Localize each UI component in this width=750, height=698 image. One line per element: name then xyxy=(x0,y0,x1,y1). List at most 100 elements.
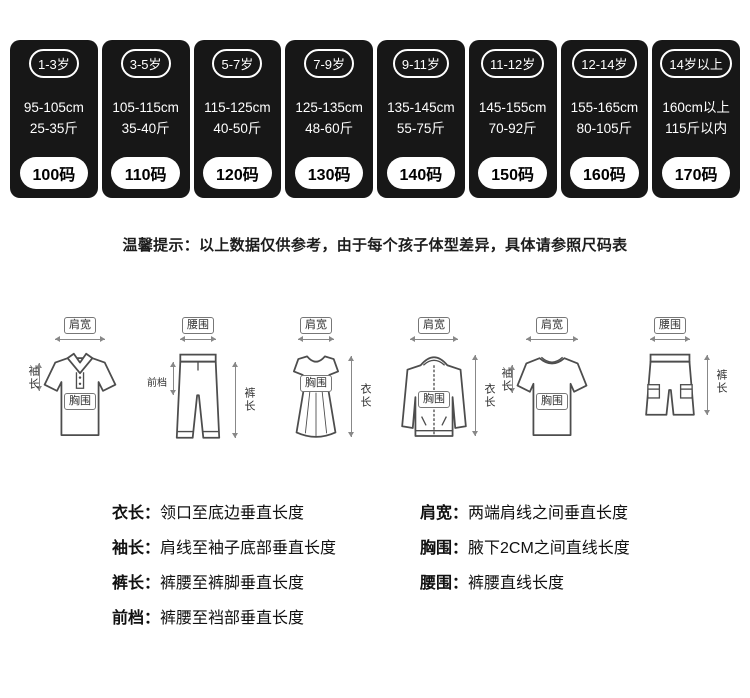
height-range: 155-165cm xyxy=(570,99,639,115)
age-badge: 14岁以上 xyxy=(660,49,732,78)
height-range: 145-155cm xyxy=(478,99,547,115)
garment-length-dim-line xyxy=(348,356,354,437)
sleeve-dim-line xyxy=(509,365,515,393)
height-weight: 160cm以上 115斤以内 xyxy=(662,97,730,139)
size-code-badge: 150码 xyxy=(478,157,547,189)
height-weight: 125-135cm 48-60斤 xyxy=(295,97,363,139)
definition-text: 腋下2CM之间直线长度 xyxy=(468,540,630,557)
size-code-badge: 120码 xyxy=(203,157,272,189)
definition-column-left: 衣长：领口至底边垂直长度 袖长：肩线至袖子底部垂直长度 裤长：裤腰至裤脚垂直长度… xyxy=(112,499,420,639)
definition-text: 领口至底边垂直长度 xyxy=(160,505,305,522)
size-column: 11-12岁 145-155cm 70-92斤 150码 xyxy=(468,40,557,198)
height-range: 115-125cm xyxy=(204,99,271,115)
definition-term: 衣长： xyxy=(112,505,161,522)
chest-label: 胸围 xyxy=(418,391,450,408)
height-weight: 95-105cm 25-35斤 xyxy=(24,97,84,139)
size-column: 9-11岁 135-145cm 55-75斤 140码 xyxy=(377,40,465,198)
diagram-dress: 肩宽 胸围 衣长 xyxy=(257,317,375,475)
height-weight: 135-145cm 55-75斤 xyxy=(387,97,455,139)
shorts-length-label: 裤长 xyxy=(715,369,727,395)
weight-range: 70-92斤 xyxy=(488,120,537,136)
chest-label: 胸围 xyxy=(64,393,96,410)
waist-dim-line xyxy=(180,336,216,342)
garment-length-label: 衣长 xyxy=(483,383,495,409)
definition-term: 袖长： xyxy=(112,540,161,557)
height-range: 160cm以上 xyxy=(662,99,730,115)
height-range: 105-115cm xyxy=(112,99,179,115)
shoulder-width-label: 肩宽 xyxy=(536,317,568,334)
size-column: 5-7岁 115-125cm 40-50斤 120码 xyxy=(193,40,282,198)
weight-range: 25-35斤 xyxy=(29,120,78,136)
waist-dim-line xyxy=(650,336,690,342)
age-badge: 3-5岁 xyxy=(120,49,171,78)
size-column: 1-3岁 95-105cm 25-35斤 100码 xyxy=(10,40,98,198)
front-rise-label: 前档 xyxy=(147,378,167,389)
size-code-badge: 160码 xyxy=(570,157,639,189)
definition-term: 前档： xyxy=(112,610,161,627)
age-badge: 9-11岁 xyxy=(392,49,449,78)
size-code-badge: 170码 xyxy=(661,157,731,189)
diagram-polo-shirt: 肩宽 袖长 胸围 xyxy=(21,317,139,475)
height-weight: 155-165cm 80-105斤 xyxy=(571,97,639,139)
sleeve-dim-line xyxy=(36,363,42,391)
sleeve-length-label: 袖长 xyxy=(27,365,39,391)
definition-row: 腰围：裤腰直线长度 xyxy=(420,569,630,593)
size-code-badge: 110码 xyxy=(111,157,180,189)
pants-length-label: 裤长 xyxy=(243,387,255,413)
size-chart-page: 1-3岁 95-105cm 25-35斤 100码 3-5岁 105-115cm… xyxy=(0,40,750,639)
definition-term: 腰围： xyxy=(420,575,469,592)
height-range: 135-145cm xyxy=(387,99,455,115)
front-rise-dim-line xyxy=(170,362,176,395)
definition-row: 袖长：肩线至袖子底部垂直长度 xyxy=(112,534,420,558)
definition-text: 裤腰直线长度 xyxy=(468,575,565,592)
shoulder-width-label: 肩宽 xyxy=(300,317,332,334)
shorts-illustration xyxy=(645,353,695,416)
age-badge: 5-7岁 xyxy=(212,49,263,78)
shoulder-dim-line xyxy=(410,336,458,342)
waist-label: 腰围 xyxy=(182,317,214,334)
definition-column-right: 肩宽：两端肩线之间垂直长度 胸围：腋下2CM之间直线长度 腰围：裤腰直线长度 xyxy=(420,499,630,639)
diagram-tshirt: 肩宽 袖长 胸围 xyxy=(493,317,611,475)
size-column: 12-14岁 155-165cm 80-105斤 160码 xyxy=(560,40,649,198)
tip-text: 温馨提示：以上数据仅供参考，由于每个孩子体型差异，具体请参照尺码表 xyxy=(122,237,628,254)
pants-length-dim-line xyxy=(232,362,238,438)
definition-term: 肩宽： xyxy=(420,505,469,522)
weight-range: 40-50斤 xyxy=(213,120,262,136)
weight-range: 48-60斤 xyxy=(305,120,354,136)
age-badge: 1-3岁 xyxy=(28,49,79,78)
dress-illustration xyxy=(293,355,339,438)
shoulder-dim-line xyxy=(298,336,334,342)
definition-row: 衣长：领口至底边垂直长度 xyxy=(112,499,420,523)
waist-label: 腰围 xyxy=(654,317,686,334)
measurement-definitions: 衣长：领口至底边垂直长度 袖长：肩线至袖子底部垂直长度 裤长：裤腰至裤脚垂直长度… xyxy=(0,499,750,639)
height-weight: 145-155cm 70-92斤 xyxy=(479,97,547,139)
shoulder-dim-line xyxy=(55,336,105,342)
size-code-badge: 140码 xyxy=(386,157,456,189)
height-weight: 105-115cm 35-40斤 xyxy=(112,97,179,139)
weight-range: 80-105斤 xyxy=(576,120,633,136)
age-badge: 7-9岁 xyxy=(304,49,355,78)
size-code-badge: 100码 xyxy=(19,157,89,189)
definition-term: 胸围： xyxy=(420,540,469,557)
age-badge: 11-12岁 xyxy=(480,49,545,78)
sleeve-length-label: 袖长 xyxy=(500,367,512,393)
definition-text: 裤腰至裤脚垂直长度 xyxy=(160,575,305,592)
shoulder-width-label: 肩宽 xyxy=(418,317,450,334)
definition-row: 裤长：裤腰至裤脚垂直长度 xyxy=(112,569,420,593)
shoulder-width-label: 肩宽 xyxy=(64,317,96,334)
height-range: 95-105cm xyxy=(23,99,84,115)
definition-term: 裤长： xyxy=(112,575,161,592)
weight-range: 55-75斤 xyxy=(396,120,445,136)
pants-illustration xyxy=(175,353,221,439)
height-weight: 115-125cm 40-50斤 xyxy=(204,97,271,139)
definition-text: 裤腰至裆部垂直长度 xyxy=(160,610,305,627)
weight-range: 115斤以内 xyxy=(665,120,728,136)
measurement-diagrams: 肩宽 袖长 胸围 腰围 前档 xyxy=(0,317,750,475)
diagram-pants: 腰围 前档 裤长 xyxy=(139,317,257,475)
shoulder-dim-line xyxy=(526,336,578,342)
size-column: 7-9岁 125-135cm 48-60斤 130码 xyxy=(285,40,373,198)
chest-label: 胸围 xyxy=(536,393,568,410)
diagram-jacket: 肩宽 胸围 衣长 xyxy=(375,317,495,475)
age-badge: 12-14岁 xyxy=(572,49,637,78)
garment-length-label: 衣长 xyxy=(359,383,371,409)
